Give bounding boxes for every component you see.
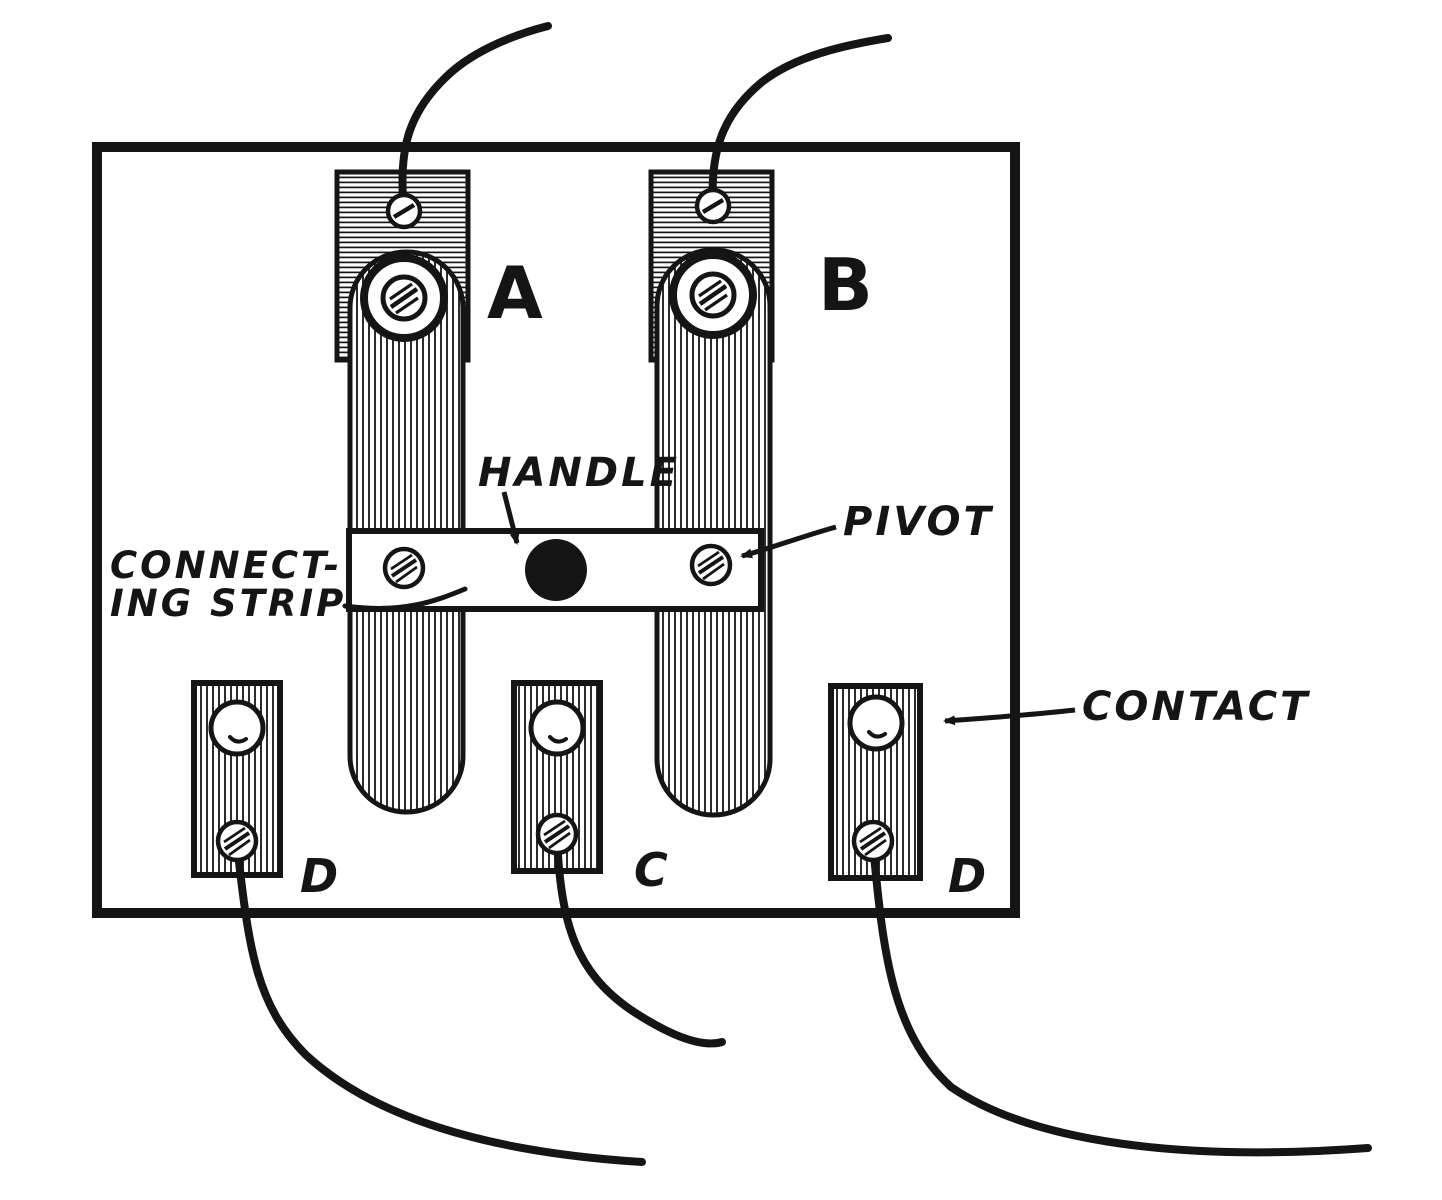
terminal-b-wire-screw: [697, 190, 729, 222]
wire-contact-c: [553, 834, 726, 1048]
wire-contact-d-right: [869, 841, 1372, 1157]
wire-contact-d-left: [233, 841, 646, 1166]
handle-leader-arrow: [501, 491, 520, 545]
wire-terminal-a: [398, 22, 552, 216]
label-contact: CONTACT: [1082, 684, 1310, 730]
contact-point-c: [531, 702, 583, 754]
label-contact-d-left: D: [300, 849, 341, 903]
label-connecting-strip-line1: CONNECT-: [110, 544, 342, 587]
pivot-leader-arrow: [740, 524, 837, 559]
handle-knob: [525, 539, 587, 601]
contact-d-right-screw: [854, 822, 892, 860]
label-pivot: PIVOT: [843, 499, 994, 545]
terminal-b-pivot-screw: [673, 255, 753, 335]
strip-screw-left: [385, 549, 423, 587]
contact-point-d-right: [850, 697, 902, 749]
contact-point-d-left: [211, 702, 263, 754]
contact-d-left-screw: [218, 822, 256, 860]
label-terminal-a: A: [487, 251, 543, 335]
terminal-a-pivot-screw: [364, 258, 444, 338]
terminal-a-wire-screw: [388, 195, 420, 227]
label-contact-c: C: [634, 843, 671, 897]
label-connecting-strip-line2: ING STRIP: [110, 582, 346, 625]
connecting-strip-leader: [342, 586, 468, 611]
contact-leader-arrow: [943, 707, 1076, 726]
label-terminal-b: B: [818, 243, 873, 327]
strip-pivot-screw: [692, 546, 730, 584]
wire-terminal-b: [708, 34, 892, 211]
label-contact-d-right: D: [948, 849, 989, 903]
label-handle: HANDLE: [478, 450, 680, 496]
contact-c-screw: [538, 815, 576, 853]
